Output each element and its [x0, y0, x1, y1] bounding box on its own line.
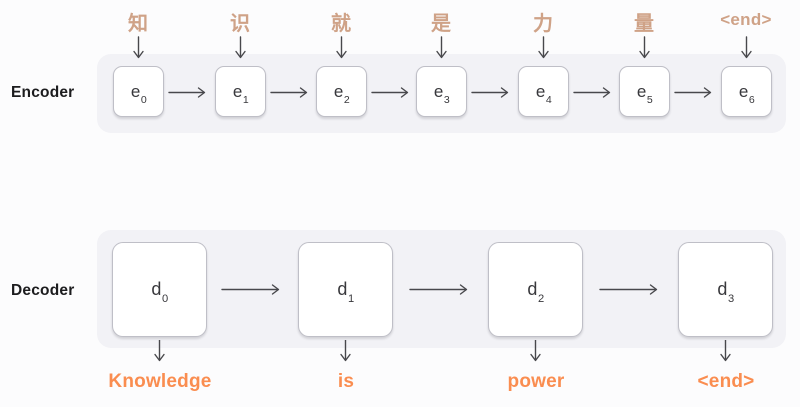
- decoder-cell: d2: [488, 242, 583, 337]
- down-arrow-icon: [720, 340, 731, 362]
- encoder-cell-label: e4: [535, 81, 552, 106]
- right-arrow-icon: [573, 87, 611, 98]
- encoder-cell-label: e1: [232, 81, 249, 106]
- encoder-cell-label: e3: [433, 81, 450, 106]
- encoder-cell: e3: [416, 66, 467, 117]
- right-arrow-icon: [221, 284, 280, 295]
- decoder-cell-label: d3: [717, 279, 735, 305]
- right-arrow-icon: [471, 87, 509, 98]
- down-arrow-icon: [639, 36, 650, 59]
- decoder-cell-label: d0: [151, 279, 169, 305]
- down-arrow-icon: [336, 36, 347, 59]
- right-arrow-icon: [409, 284, 468, 295]
- encoder-cell: e1: [215, 66, 266, 117]
- down-arrow-icon: [340, 340, 351, 362]
- right-arrow-icon: [599, 284, 658, 295]
- decoder-cell-label: d1: [337, 279, 355, 305]
- down-arrow-icon: [530, 340, 541, 362]
- encoder-cell: e4: [518, 66, 569, 117]
- down-arrow-icon: [436, 36, 447, 59]
- decoder-cell: d1: [298, 242, 393, 337]
- input-token: 力: [533, 13, 553, 35]
- input-token: 知: [128, 13, 148, 35]
- input-token-end: <end>: [720, 10, 772, 29]
- input-token: 识: [230, 13, 250, 35]
- encoder-cell-label: e0: [130, 81, 147, 106]
- down-arrow-icon: [538, 36, 549, 59]
- encoder-cell-label: e6: [738, 81, 755, 106]
- down-arrow-icon: [741, 36, 752, 59]
- encoder-cell: e6: [721, 66, 772, 117]
- decoder-cell-label: d2: [527, 279, 545, 305]
- input-token: 量: [634, 13, 654, 35]
- decoder-cell: d0: [112, 242, 207, 337]
- encoder-cell-label: e2: [333, 81, 350, 106]
- input-token: 就: [331, 13, 351, 35]
- input-token: 是: [431, 13, 451, 35]
- encoder-cell: e0: [113, 66, 164, 117]
- output-token-end: <end>: [697, 371, 755, 392]
- right-arrow-icon: [168, 87, 206, 98]
- decoder-cell: d3: [678, 242, 773, 337]
- encoder-cell: e2: [316, 66, 367, 117]
- encoder-cell: e5: [619, 66, 670, 117]
- down-arrow-icon: [235, 36, 246, 59]
- output-token: Knowledge: [108, 371, 212, 392]
- encoder-cell-label: e5: [636, 81, 653, 106]
- encoder-label: Encoder: [11, 84, 75, 101]
- right-arrow-icon: [371, 87, 409, 98]
- down-arrow-icon: [133, 36, 144, 59]
- right-arrow-icon: [270, 87, 308, 98]
- down-arrow-icon: [154, 340, 165, 362]
- output-token: power: [507, 371, 565, 392]
- right-arrow-icon: [674, 87, 712, 98]
- decoder-label: Decoder: [11, 282, 75, 299]
- output-token: is: [337, 371, 355, 392]
